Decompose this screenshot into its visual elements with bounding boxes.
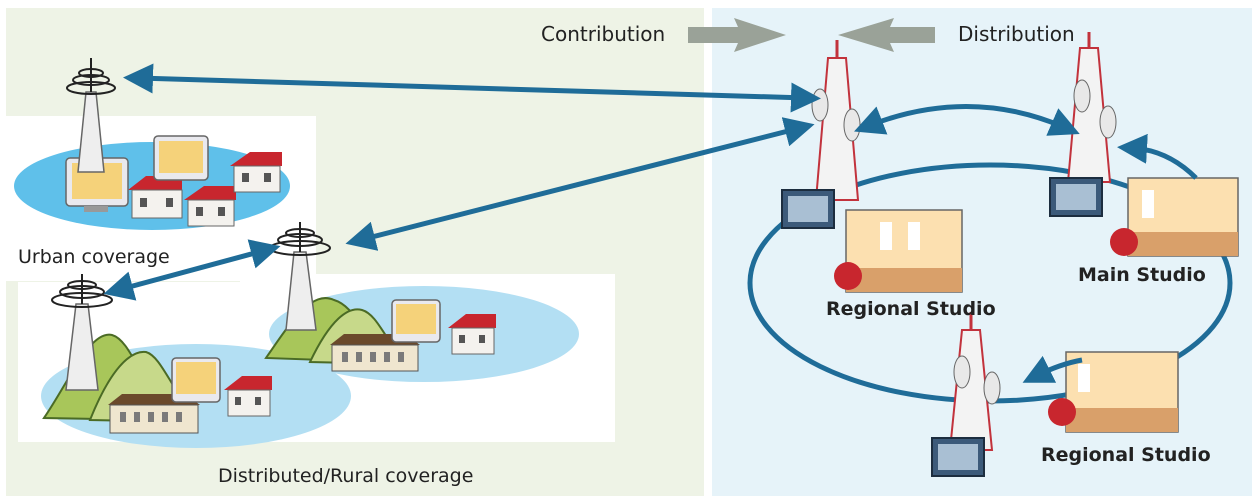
house-icon — [448, 314, 496, 355]
link-urban-to-regional — [123, 63, 821, 113]
studio-room-icon — [834, 209, 963, 293]
tv-monitor-icon — [171, 357, 221, 403]
studio-room-icon — [1048, 351, 1179, 433]
house-icon — [224, 376, 272, 417]
equipment-rack-icon — [931, 437, 985, 477]
transmitter-tower-icon — [51, 274, 113, 391]
transmitter-tower-icon — [66, 58, 116, 173]
broadcast-mast-icon — [948, 312, 1001, 451]
regional-studio-bottom-label: Regional Studio — [1041, 444, 1211, 466]
tv-monitor-icon — [391, 299, 441, 343]
main-studio-label: Main Studio — [1078, 264, 1206, 286]
link-main-to-ring — [1117, 133, 1198, 180]
link-rural-to-regional — [345, 117, 815, 251]
distribution-flow-arrow — [838, 18, 935, 52]
contribution-label: Contribution — [541, 22, 666, 46]
house-icon — [230, 152, 282, 193]
broadcast-mast-icon — [1066, 32, 1117, 183]
link-ring-to-bottom — [1022, 355, 1083, 383]
broadcast-mast-icon — [811, 40, 861, 201]
regional-studio-left-label: Regional Studio — [826, 298, 996, 320]
link-rural-towers — [103, 239, 281, 301]
equipment-rack-icon — [781, 189, 835, 229]
rural-coverage-label: Distributed/Rural coverage — [218, 465, 474, 487]
contribution-flow-arrow — [688, 18, 786, 52]
house-icon — [184, 186, 236, 227]
urban-coverage-label: Urban coverage — [18, 246, 170, 268]
equipment-rack-icon — [1049, 177, 1103, 217]
link-regional-to-main — [854, 104, 1080, 136]
tv-monitor-icon — [153, 135, 209, 181]
studio-room-icon — [1110, 177, 1239, 257]
distribution-label: Distribution — [958, 22, 1075, 46]
